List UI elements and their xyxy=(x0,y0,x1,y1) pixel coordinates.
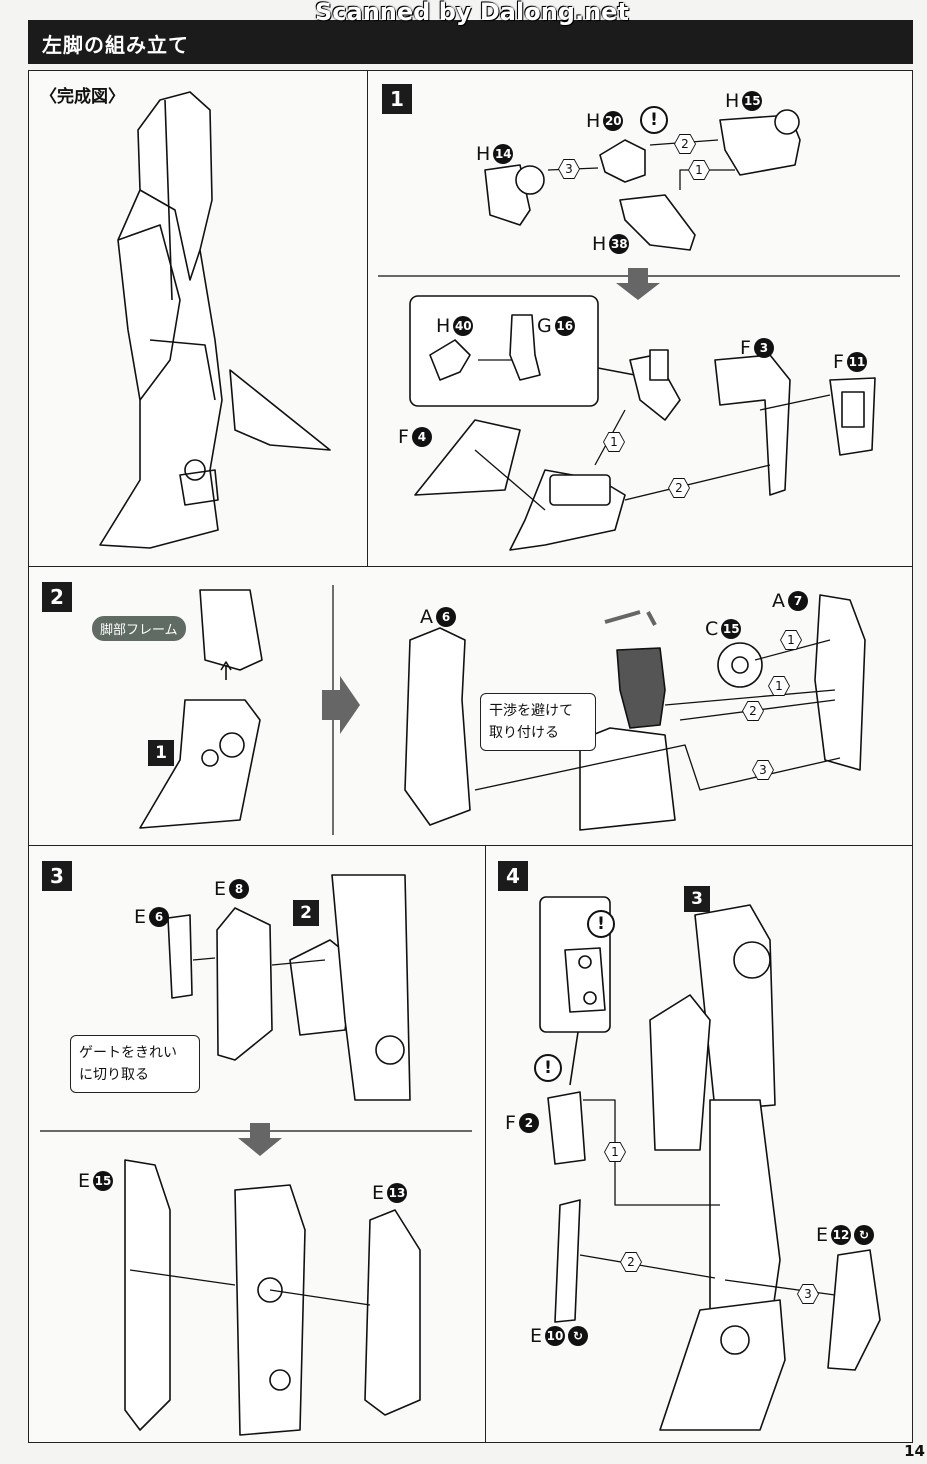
page-title: 左脚の組み立て xyxy=(42,33,189,57)
order-marker: 1 xyxy=(768,676,790,696)
step-badge-3: 3 xyxy=(42,861,72,891)
page-number: 14 xyxy=(904,1442,925,1460)
cut-mark-icon: ↻ xyxy=(854,1225,875,1245)
caution-icon: ! xyxy=(534,1054,562,1082)
step-badge-2: 2 xyxy=(42,582,72,612)
completed-label: 〈完成図〉 xyxy=(40,87,125,107)
caution-icon: ! xyxy=(640,106,668,134)
title-bar: 左脚の組み立て xyxy=(28,20,913,64)
ref-badge-step1: 1 xyxy=(148,740,174,766)
order-marker: 2 xyxy=(742,701,764,721)
order-marker: 1 xyxy=(604,1142,626,1162)
order-marker: 3 xyxy=(558,159,580,179)
order-marker: 2 xyxy=(620,1252,642,1272)
caution-icon: ! xyxy=(587,910,615,938)
order-marker: 2 xyxy=(668,478,690,498)
scan-watermark: Scanned by Dalong.net xyxy=(315,0,629,26)
note-avoid-interference: 干渉を避けて 取り付ける xyxy=(480,693,596,751)
ref-badge-step3: 3 xyxy=(684,886,710,912)
order-marker: 3 xyxy=(752,760,774,780)
ref-badge-step2: 2 xyxy=(293,900,319,926)
order-marker: 2 xyxy=(674,134,696,154)
order-marker: 3 xyxy=(797,1284,819,1304)
order-marker: 1 xyxy=(688,160,710,180)
step-badge-1: 1 xyxy=(382,84,412,114)
leg-frame-label: 脚部フレーム xyxy=(92,616,186,641)
note-trim-gate: ゲートをきれい に切り取る xyxy=(70,1035,200,1093)
step-badge-4: 4 xyxy=(498,861,528,891)
order-marker: 1 xyxy=(603,432,625,452)
order-marker: 1 xyxy=(780,630,802,650)
cut-mark-icon: ↻ xyxy=(568,1326,589,1346)
